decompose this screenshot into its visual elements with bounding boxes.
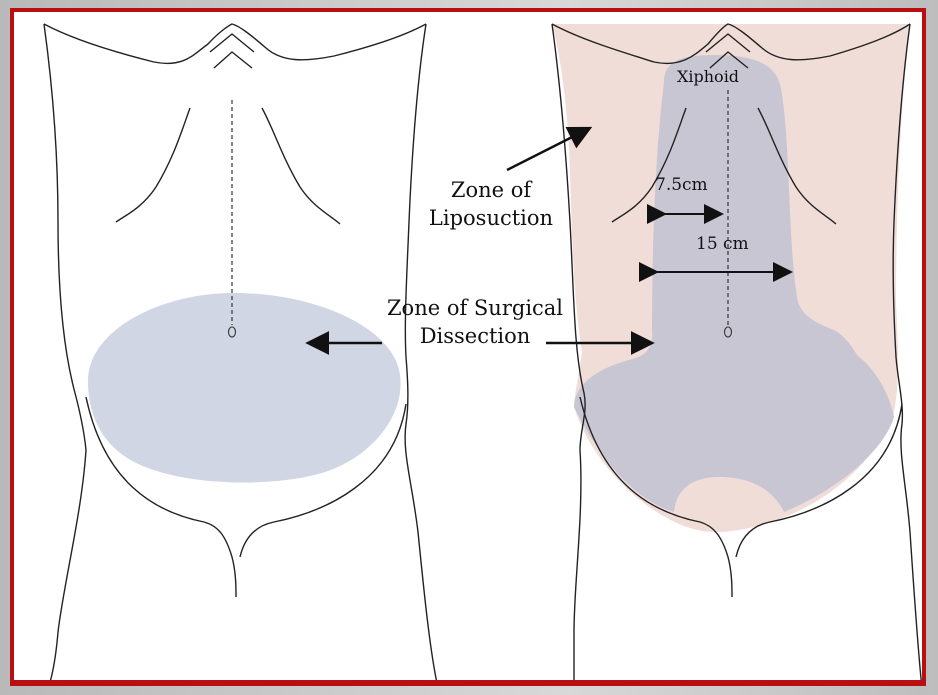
zone-of-surgical-dissection-line2: Dissection: [370, 322, 580, 350]
xiphoid-label: Xiphoid: [677, 69, 739, 85]
left-torso: [44, 24, 438, 686]
width-7-5cm-label: 7.5cm: [655, 177, 708, 194]
left-rib-right: [262, 108, 340, 224]
left-shoulder-line: [44, 24, 426, 63]
left-torso-outline: [44, 24, 86, 686]
right-torso: [552, 24, 922, 686]
zone-of-surgical-dissection-line1: Zone of Surgical: [370, 294, 580, 322]
left-dissection-zone: [88, 293, 401, 483]
figure-frame: Xiphoid Zone of Liposuction Zone of Surg…: [10, 8, 926, 686]
left-rib-left: [116, 108, 190, 222]
zone-of-liposuction-label: Zone of Liposuction: [406, 176, 576, 232]
zone-of-liposuction-line2: Liposuction: [406, 204, 576, 232]
width-15cm-label: 15 cm: [696, 236, 749, 253]
left-neck-v: [210, 34, 254, 68]
zone-of-liposuction-line1: Zone of: [406, 176, 576, 204]
zone-of-surgical-dissection-label: Zone of Surgical Dissection: [370, 294, 580, 350]
